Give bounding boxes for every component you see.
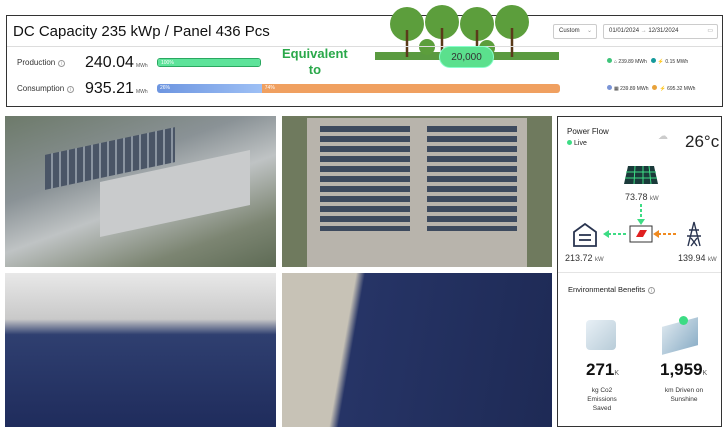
- km-value: 1,959K: [660, 360, 708, 379]
- calendar-icon: ▭: [707, 28, 713, 34]
- consumption-legend: ▦ 239.89 MWh⚡ 695.32 MWh: [607, 85, 695, 92]
- co2-value: 271K: [586, 360, 620, 379]
- date-range-picker[interactable]: 01/01/2024 → 12/31/2024▭: [603, 24, 718, 39]
- solar-power-value: 73.78 kW: [625, 192, 659, 202]
- consumption-bar: 26%74%: [157, 84, 560, 93]
- factory-emissions-icon: [586, 320, 616, 350]
- power-flow-diagram: [573, 165, 701, 247]
- home-power-value: 213.72 kW: [565, 253, 604, 263]
- info-icon[interactable]: i: [58, 60, 66, 67]
- co2-label: kg Co2 Emissions Saved: [587, 387, 617, 412]
- info-icon[interactable]: i: [67, 86, 75, 93]
- solar-panel-icon: [624, 165, 658, 185]
- km-label: km Driven on Sunshine: [664, 387, 704, 403]
- production-legend: ⌂ 239.89 MWh⚡ 0.15 MWh: [607, 58, 688, 65]
- period-select[interactable]: Custom⌄: [553, 24, 597, 39]
- live-status: Live: [567, 140, 587, 147]
- info-icon[interactable]: i: [648, 287, 656, 294]
- trees-count: 20,000: [439, 46, 494, 68]
- power-flow-title: Power Flow: [567, 127, 609, 136]
- weather-icon: ☁: [658, 131, 668, 142]
- production-bar: 100%: [157, 58, 261, 67]
- solar-panels-photo: [5, 273, 276, 427]
- power-flow-panel: Power Flow Live ☁ 26°c 73.78 kW 213.72 k…: [557, 116, 722, 427]
- summary-panel: DC Capacity 235 kWp / Panel 436 Pcs Cust…: [6, 5, 723, 107]
- rooftop-top-view-photo: [282, 116, 552, 267]
- solar-panels-closeup-photo: [282, 273, 552, 427]
- capacity-title: DC Capacity 235 kWp / Panel 436 Pcs: [13, 23, 270, 40]
- temperature: 26°c: [685, 132, 720, 151]
- grid-power-value: 139.94 kW: [678, 253, 717, 263]
- home-icon: [573, 222, 597, 247]
- factory-aerial-photo: [5, 116, 276, 267]
- grid-tower-icon: [687, 221, 701, 247]
